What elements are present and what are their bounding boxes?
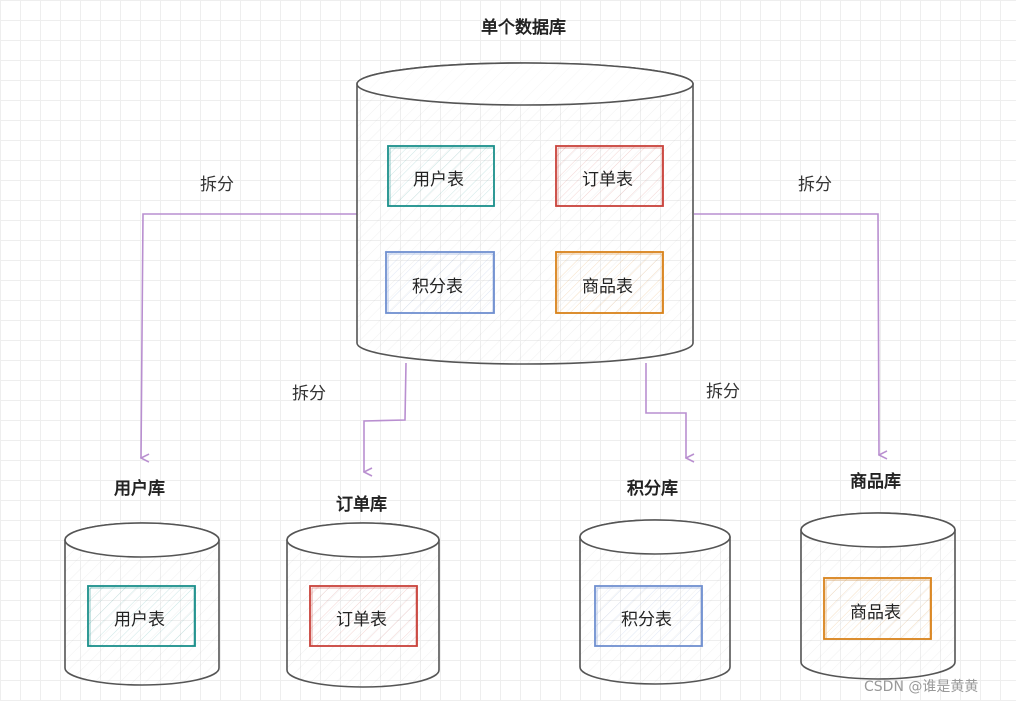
- product-db-table-label: 商品表: [850, 603, 901, 623]
- points-db-cylinder: [579, 519, 731, 685]
- arrow-to-user-db: [141, 213, 357, 458]
- main-table-points-label: 积分表: [412, 277, 463, 297]
- user-db-title: 用户库: [114, 479, 165, 499]
- main-table-points: [385, 251, 495, 314]
- product-db-cylinder: [800, 512, 956, 680]
- order-db-cylinder: [286, 522, 440, 688]
- watermark: CSDN @谁是黄黄: [864, 679, 979, 695]
- arrow-to-order-db: [364, 362, 407, 472]
- split-label-bottom-left: 拆分: [292, 384, 326, 404]
- user-db-cylinder: [64, 522, 220, 686]
- main-table-user-label: 用户表: [413, 170, 464, 190]
- order-db-table-label: 订单表: [336, 610, 387, 630]
- arrow-to-product-db: [694, 213, 879, 455]
- main-table-user: [387, 145, 495, 207]
- split-arrows: [141, 213, 879, 472]
- arrow-to-points-db: [645, 363, 686, 458]
- main-table-order: [555, 145, 664, 207]
- order-db-title: 订单库: [336, 495, 387, 515]
- points-db-table-label: 积分表: [621, 610, 672, 630]
- points-db-title: 积分库: [627, 479, 678, 499]
- main-database-cylinder: [356, 62, 694, 365]
- user-db-table-label: 用户表: [114, 610, 165, 630]
- split-label-right: 拆分: [798, 175, 832, 195]
- main-db-title: 单个数据库: [481, 18, 566, 38]
- main-table-order-label: 订单表: [582, 170, 633, 190]
- split-label-left: 拆分: [200, 175, 234, 195]
- split-label-bottom-right: 拆分: [706, 382, 740, 402]
- main-table-product: [555, 251, 664, 314]
- product-db-title: 商品库: [850, 472, 901, 492]
- main-table-product-label: 商品表: [582, 277, 633, 297]
